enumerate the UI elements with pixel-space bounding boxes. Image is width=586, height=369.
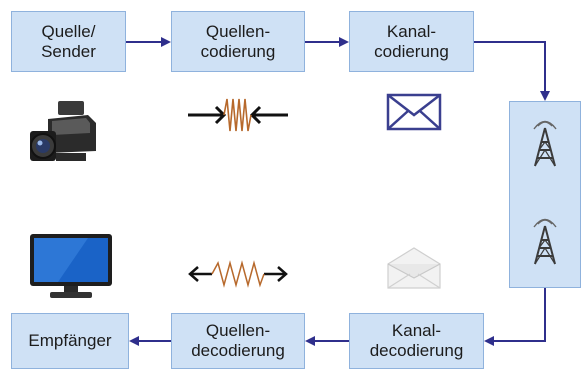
receiver-label: Empfänger: [28, 331, 112, 350]
channel-decoding-label: Kanal- decodierung: [369, 321, 464, 360]
tv-monitor-icon: [30, 234, 112, 298]
radio-tower-icon: [533, 120, 557, 167]
closed-envelope-icon: [386, 93, 442, 131]
source-coding-box: Quellen- codierung: [171, 11, 305, 72]
radio-tower-icon: [533, 218, 557, 265]
receiver-box: Empfänger: [11, 313, 129, 369]
source-sender-label: Quelle/ Sender: [41, 21, 96, 61]
arrow-channel-coding-to-channel: [474, 41, 550, 101]
open-envelope-icon: [387, 247, 441, 289]
compressed-spring-icon: [188, 98, 288, 132]
source-sender-box: Quelle/ Sender: [11, 11, 126, 72]
arrow-channel-to-channel-decoding: [484, 288, 546, 346]
channel-coding-box: Kanal- codierung: [349, 11, 474, 72]
source-decoding-box: Quellen- decodierung: [171, 313, 305, 369]
channel-decoding-box: Kanal- decodierung: [349, 313, 484, 369]
source-coding-label: Quellen- codierung: [200, 21, 276, 61]
expanded-spring-icon: [188, 260, 288, 288]
source-decoding-label: Quellen- decodierung: [191, 321, 285, 360]
video-camera-icon: [30, 101, 96, 161]
channel-coding-label: Kanal- codierung: [374, 21, 449, 61]
